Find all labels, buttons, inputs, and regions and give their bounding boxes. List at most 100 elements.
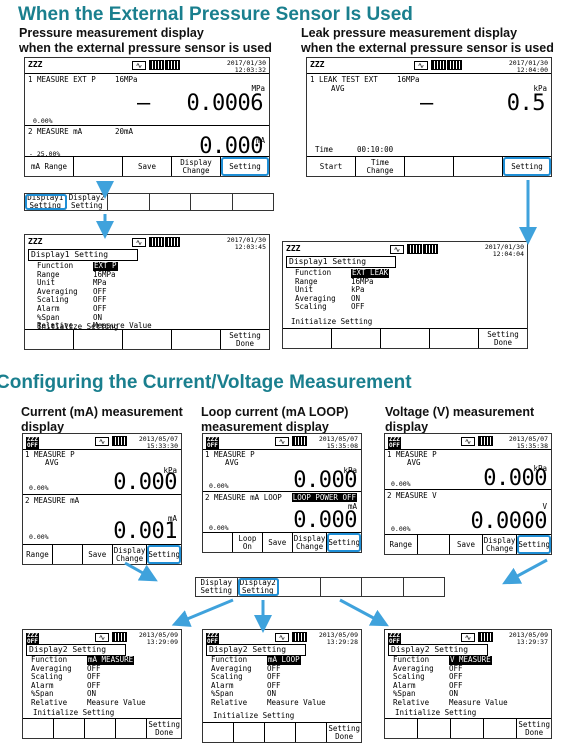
menu-blank[interactable]	[108, 194, 150, 210]
initialize-setting[interactable]: Initialize Setting	[33, 708, 115, 717]
setting-key[interactable]: Setting	[221, 157, 269, 176]
blank-key[interactable]	[53, 545, 83, 564]
blank-key[interactable]	[451, 719, 485, 738]
function-keys: Setting Done	[23, 718, 181, 738]
setting-done-key[interactable]: Setting Done	[487, 329, 519, 347]
blank-key[interactable]	[381, 329, 430, 348]
blank-key[interactable]	[332, 329, 381, 348]
menu-blank[interactable]	[321, 578, 362, 596]
display-change-key[interactable]: Display Change	[113, 545, 148, 564]
menu-blank[interactable]	[150, 194, 191, 210]
blank-key[interactable]	[85, 719, 117, 738]
save-key[interactable]: Save	[263, 533, 293, 552]
blank-key[interactable]	[203, 533, 233, 552]
blank-key[interactable]	[283, 329, 332, 348]
blank-key[interactable]	[172, 330, 221, 349]
display-change-key[interactable]: Display Change	[293, 533, 328, 552]
save-key[interactable]: Save	[83, 545, 113, 564]
blank-key[interactable]	[265, 723, 297, 742]
blank-key[interactable]	[25, 330, 74, 349]
blank-key[interactable]	[418, 719, 452, 738]
setting-done-key[interactable]: Setting Done	[229, 330, 261, 348]
menu-blank[interactable]	[191, 194, 233, 210]
setting-done-key[interactable]: Setting Done	[328, 723, 360, 741]
setting-done-key[interactable]: Setting Done	[518, 719, 550, 737]
display2-setting-item[interactable]: Display2 Setting	[67, 194, 108, 210]
time-change-key[interactable]: Time Change	[356, 157, 405, 176]
setting-done-key[interactable]: Setting Done	[148, 719, 180, 737]
save-key[interactable]: Save	[123, 157, 172, 176]
blank-key[interactable]	[484, 719, 518, 738]
blank-key[interactable]	[454, 157, 503, 176]
ma-range-key[interactable]: mA Range	[25, 157, 74, 176]
initialize-setting[interactable]: Initialize Setting	[213, 711, 295, 720]
blank-key[interactable]	[430, 329, 479, 348]
initialize-setting[interactable]: Initialize Setting	[37, 322, 119, 331]
blank-key[interactable]	[203, 723, 235, 742]
blank-key[interactable]	[23, 719, 55, 738]
menu-bar-display-select-2: Display Setting Display2 Setting	[195, 577, 445, 597]
display-change-key[interactable]: Display Change	[172, 157, 221, 176]
initialize-setting[interactable]: Initialize Setting	[395, 708, 477, 717]
blank-key[interactable]	[54, 719, 86, 738]
display1-setting-item[interactable]: Display1 Setting	[25, 194, 67, 210]
blank-key[interactable]	[74, 157, 123, 176]
display-change-key[interactable]: Display Change	[483, 535, 518, 554]
setting-key[interactable]: Setting	[327, 533, 361, 552]
range-key[interactable]: Range	[23, 545, 53, 564]
blank-key[interactable]	[116, 719, 148, 738]
loop-on-key[interactable]: Loop On	[233, 533, 263, 552]
range-key[interactable]: Range	[385, 535, 418, 554]
save-key[interactable]: Save	[450, 535, 483, 554]
display2-setting-item[interactable]: Display2 Setting	[237, 578, 279, 596]
blank-key[interactable]	[385, 719, 419, 738]
blank-key[interactable]	[123, 330, 172, 349]
menu-blank[interactable]	[362, 578, 404, 596]
blank-key[interactable]	[405, 157, 454, 176]
display1-setting-item[interactable]: Display Setting	[196, 578, 238, 596]
setting-key[interactable]: Setting	[517, 535, 551, 554]
blank-key[interactable]	[74, 330, 123, 349]
blank-key[interactable]	[296, 723, 328, 742]
blank-key[interactable]	[418, 535, 451, 554]
menu-blank[interactable]	[279, 578, 321, 596]
blank-key[interactable]	[234, 723, 266, 742]
setting-value: OFF	[93, 286, 107, 296]
start-key[interactable]: Start	[307, 157, 356, 176]
initialize-setting[interactable]: Initialize Setting	[291, 317, 373, 326]
setting-key[interactable]: Setting	[503, 157, 551, 176]
setting-key[interactable]: Setting	[147, 545, 181, 564]
